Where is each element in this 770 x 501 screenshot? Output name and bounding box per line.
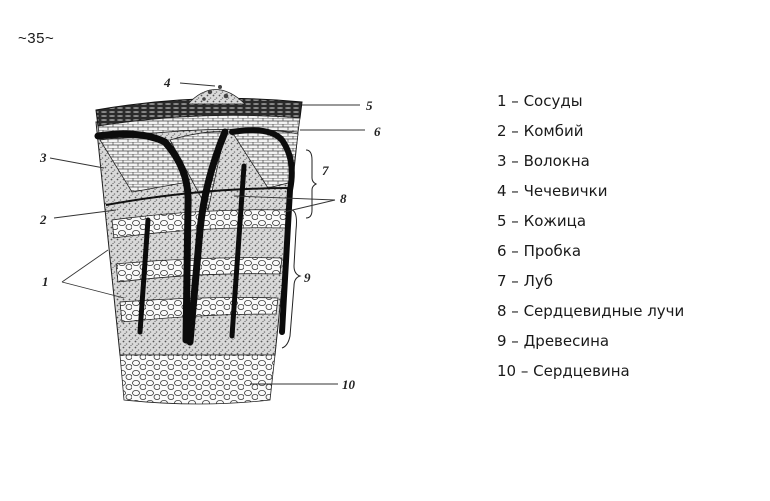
pith <box>120 355 275 404</box>
legend: 1 – Сосуды 2 – Комбий 3 – Волокна 4 – Че… <box>497 86 684 386</box>
legend-item-pith: 10 – Сердцевина <box>497 356 684 386</box>
lenticel <box>188 85 245 104</box>
callout-3: 3 <box>39 150 47 165</box>
callout-10: 10 <box>342 377 356 392</box>
callout-5: 5 <box>366 98 373 113</box>
page-number: ~35~ <box>18 30 54 47</box>
legend-item-wood: 9 – Древесина <box>497 326 684 356</box>
legend-item-fibers: 3 – Волокна <box>497 146 684 176</box>
stem-cross-section-diagram: 1 2 3 4 5 6 7 8 9 10 <box>20 70 400 420</box>
legend-item-vessels: 1 – Сосуды <box>497 86 684 116</box>
legend-item-epidermis: 5 – Кожица <box>497 206 684 236</box>
callout-9: 9 <box>304 270 311 285</box>
callout-2: 2 <box>39 212 47 227</box>
callout-1: 1 <box>42 274 49 289</box>
legend-item-cambium: 2 – Комбий <box>497 116 684 146</box>
legend-item-cork: 6 – Пробка <box>497 236 684 266</box>
callout-7: 7 <box>322 163 329 178</box>
legend-item-bast: 7 – Луб <box>497 266 684 296</box>
legend-item-lenticels: 4 – Чечевички <box>497 176 684 206</box>
legend-item-medullary-rays: 8 – Сердцевидные лучи <box>497 296 684 326</box>
callout-8: 8 <box>340 191 347 206</box>
callout-4: 4 <box>163 75 171 90</box>
callout-6: 6 <box>374 124 381 139</box>
bast-bracket <box>306 150 316 218</box>
